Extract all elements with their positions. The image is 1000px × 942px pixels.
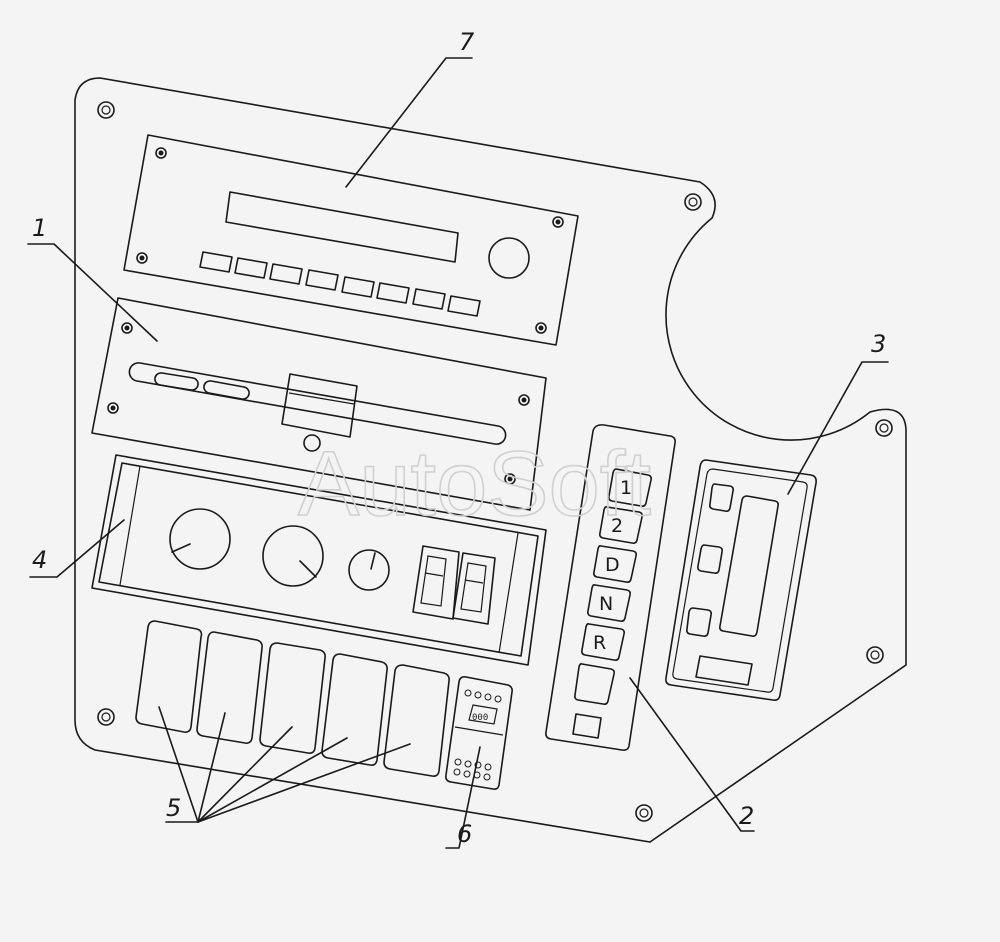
indicator-left xyxy=(412,545,460,620)
gear-button-blank[interactable] xyxy=(574,663,615,705)
callout-7: 7 xyxy=(459,28,475,56)
svg-text:D: D xyxy=(605,554,620,576)
callout-1: 1 xyxy=(32,214,47,242)
gear-button-r[interactable]: R xyxy=(581,623,625,661)
gear-button-n[interactable]: N xyxy=(587,584,631,622)
panel-screw xyxy=(866,646,884,664)
callout-3: 3 xyxy=(871,330,886,358)
panel-screw xyxy=(635,804,653,822)
gear-selector: 1 2 D N R xyxy=(545,424,676,751)
svg-text:1: 1 xyxy=(620,477,632,499)
instrument-cluster xyxy=(91,454,547,666)
switch-blank xyxy=(321,653,388,766)
radio-unit xyxy=(123,134,579,346)
module-button[interactable] xyxy=(697,544,723,574)
diagnostic-connector: 000 xyxy=(445,676,513,790)
panel-outline xyxy=(74,77,907,843)
gear-button-d[interactable]: D xyxy=(593,545,637,583)
svg-text:000: 000 xyxy=(472,713,488,723)
module-display xyxy=(719,495,779,637)
leader-lines xyxy=(27,57,889,849)
indicator-right xyxy=(452,552,496,625)
watermark: AutoSoft xyxy=(298,433,651,535)
slider-control-panel xyxy=(91,297,547,511)
svg-text:N: N xyxy=(599,593,613,615)
panel-screw xyxy=(97,708,115,726)
gauge-large-left xyxy=(169,508,231,570)
gear-button-1[interactable]: 1 xyxy=(608,468,652,507)
radio-preset-buttons xyxy=(199,251,481,317)
switch-block xyxy=(135,620,450,777)
panel-screws xyxy=(97,101,893,822)
panel-screw xyxy=(875,419,893,437)
callout-5: 5 xyxy=(166,794,181,822)
svg-text:2: 2 xyxy=(611,515,623,537)
switch-blank xyxy=(135,620,203,733)
switch-blank xyxy=(259,642,326,754)
control-module xyxy=(665,459,817,701)
callout-2: 2 xyxy=(739,802,754,830)
gear-button-2[interactable]: 2 xyxy=(599,506,643,544)
callout-4: 4 xyxy=(32,546,47,574)
gauge-small xyxy=(348,549,390,591)
callout-6: 6 xyxy=(457,820,472,848)
gauge-large-right xyxy=(262,525,324,587)
slider-track xyxy=(128,362,507,445)
radio-volume-knob xyxy=(488,237,530,279)
svg-text:R: R xyxy=(593,632,606,654)
switch-blank xyxy=(383,664,450,777)
switch-blank xyxy=(196,631,263,744)
module-button[interactable] xyxy=(709,483,734,512)
module-button[interactable] xyxy=(686,607,712,637)
panel-screw xyxy=(97,101,115,119)
panel-screw xyxy=(684,193,702,211)
slider-knob xyxy=(281,373,358,438)
radio-display xyxy=(225,191,459,263)
